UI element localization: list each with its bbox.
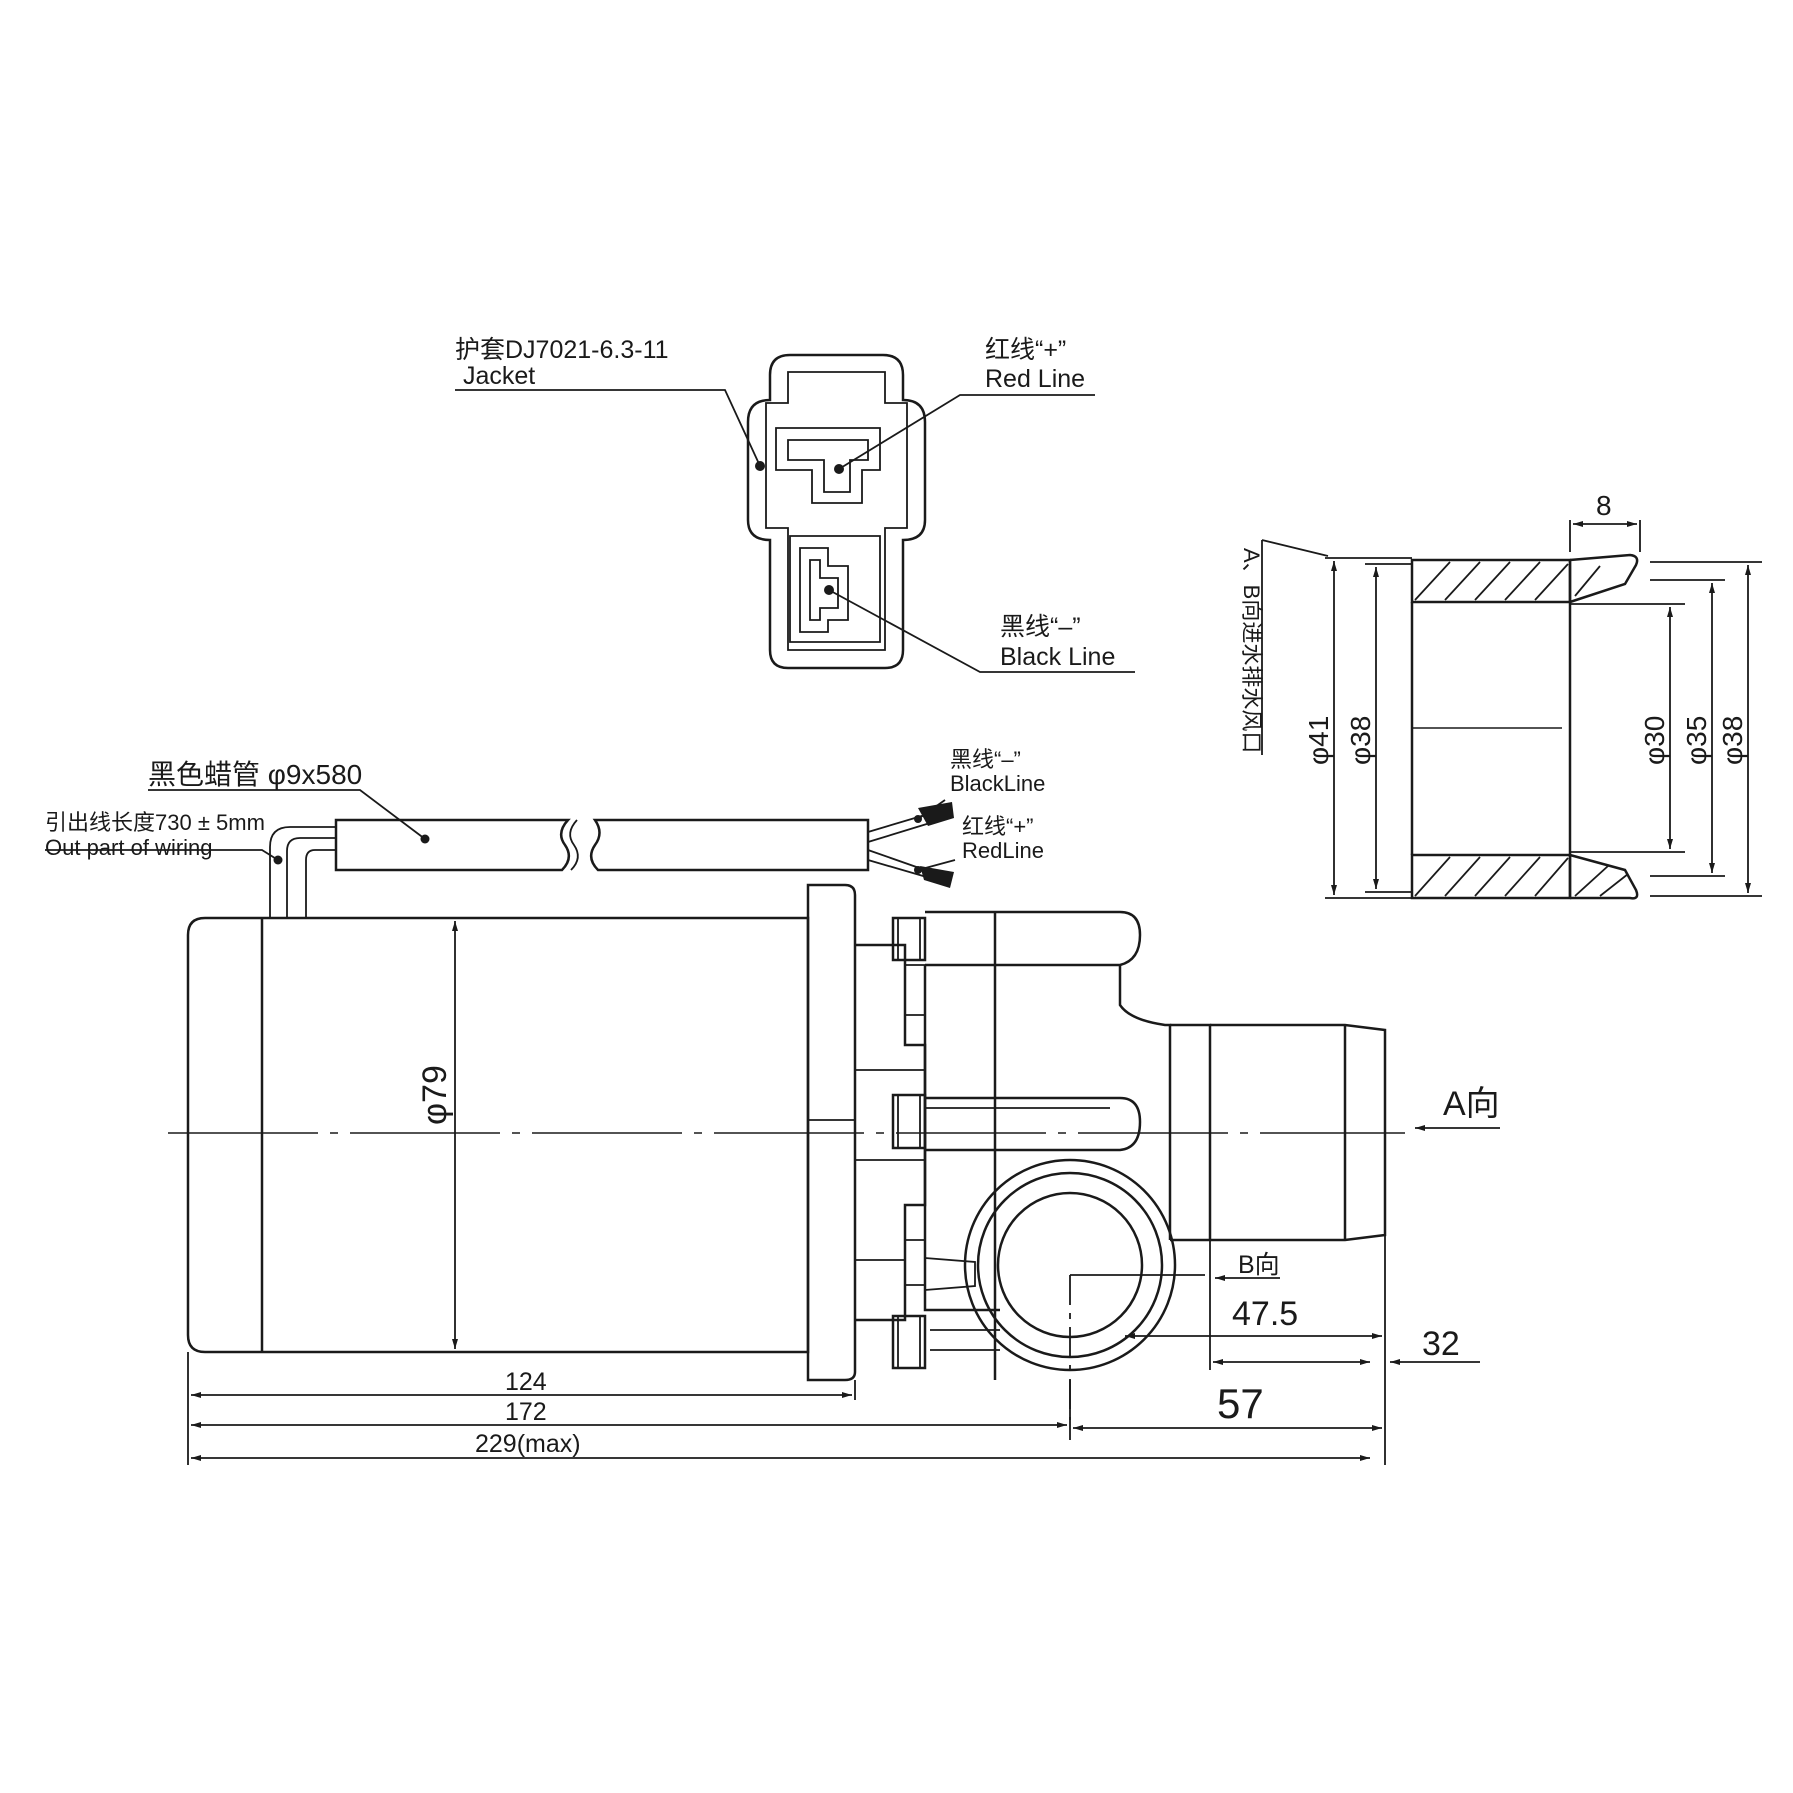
- connector-jacket: [746, 353, 927, 670]
- jacket-label-en: Jacket: [463, 362, 535, 390]
- wire-black-en: BlackLine: [950, 771, 1045, 796]
- dim-8: 8: [1596, 490, 1612, 521]
- wire-red-en: RedLine: [962, 838, 1044, 863]
- dim-phi41: φ41: [1303, 716, 1334, 765]
- dim-229: 229(max): [475, 1430, 581, 1458]
- lead-length-cn: 引出线长度730 ± 5mm: [45, 810, 265, 835]
- lead-length-en: Out part of wiring: [45, 835, 213, 860]
- jacket-label-cn: 护套DJ7021-6.3-11: [455, 336, 669, 364]
- port-section-detail: A、B向进水排水风口: [1239, 490, 1762, 900]
- wire-red-cn: 红线“+”: [962, 814, 1034, 839]
- dim-172: 172: [505, 1398, 547, 1426]
- tube-label: 黑色蜡管 φ9x580: [148, 759, 362, 790]
- black-line-label-cn: 黑线“–”: [1000, 613, 1081, 641]
- port-detail-title: A、B向进水排水风口: [1239, 548, 1264, 753]
- dim-124: 124: [505, 1368, 547, 1396]
- dim-phi30: φ30: [1639, 716, 1670, 765]
- dim-47-5: 47.5: [1232, 1295, 1298, 1333]
- red-line-label-cn: 红线“+”: [985, 336, 1066, 364]
- dim-phi38-left: φ38: [1345, 716, 1376, 765]
- dim-57: 57: [1217, 1380, 1264, 1427]
- black-line-label-en: Black Line: [1000, 643, 1115, 671]
- view-b-label: B向: [1238, 1251, 1280, 1279]
- wiring-assembly: [45, 789, 956, 918]
- dimension-lines: [187, 921, 1480, 1465]
- red-line-label-en: Red Line: [985, 365, 1085, 393]
- wire-black-cn: 黑线“–”: [950, 747, 1021, 772]
- pump-body: [168, 883, 1405, 1420]
- dim-phi38-right: φ38: [1717, 716, 1748, 765]
- view-a-label: A向: [1443, 1085, 1500, 1123]
- dim-32: 32: [1422, 1325, 1460, 1363]
- dim-phi35: φ35: [1681, 716, 1712, 765]
- dim-phi79: φ79: [416, 1065, 454, 1125]
